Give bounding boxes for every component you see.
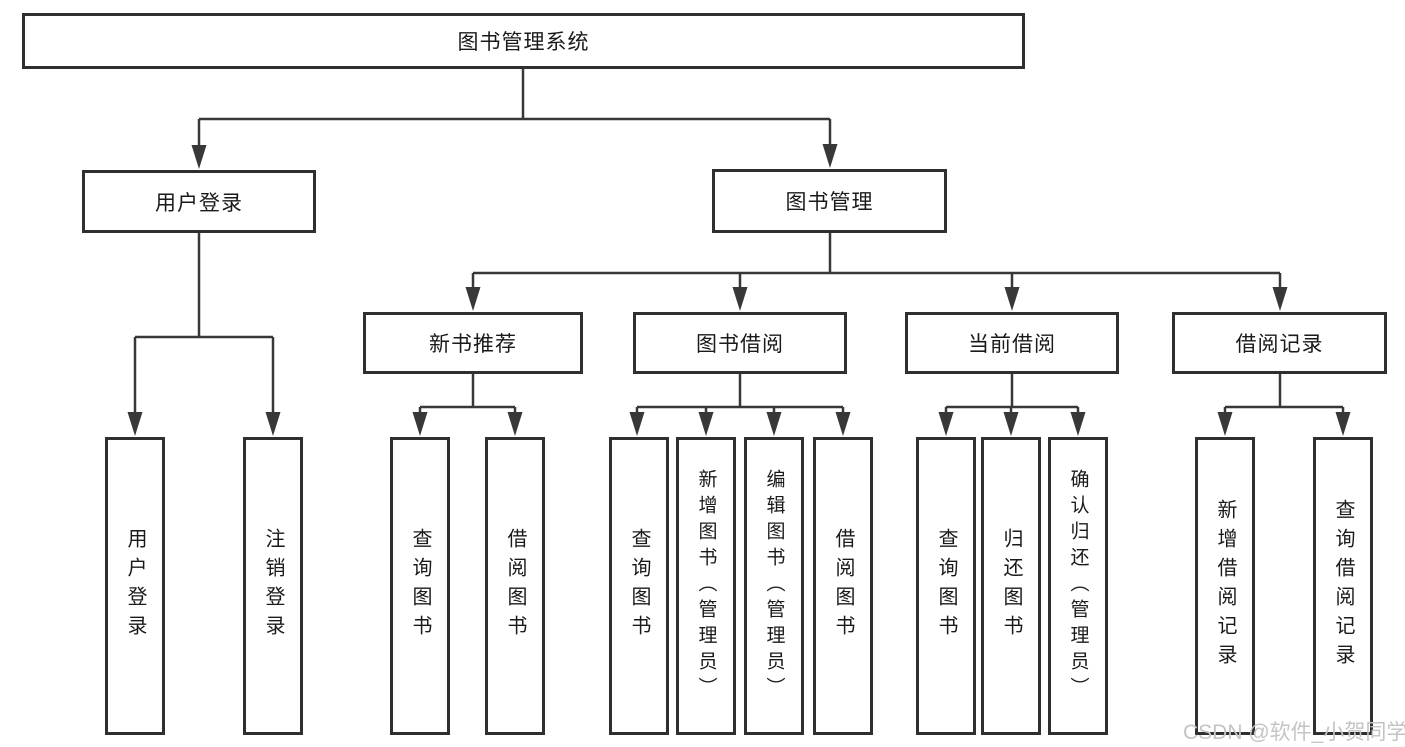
node-book-borrowing: 图书借阅 (633, 312, 847, 374)
node-user-login: 用户登录 (82, 170, 316, 233)
node-book-management-label: 图书管理 (785, 191, 874, 214)
leaf-confirm-return-admin: 确认归还（管理员） (1048, 437, 1108, 735)
leaf-add-books-admin: 新增图书（管理员） (676, 437, 736, 735)
node-borrowing-records-label: 借阅记录 (1235, 333, 1324, 356)
leaf-query-books-borrow: 查询图书 (609, 437, 669, 735)
node-new-book-recommendation: 新书推荐 (363, 312, 583, 374)
node-library-system-label: 图书管理系统 (457, 31, 590, 54)
leaf-query-borrow-record: 查询借阅记录 (1313, 437, 1373, 735)
node-borrowing-records: 借阅记录 (1172, 312, 1387, 374)
node-current-borrowing: 当前借阅 (905, 312, 1119, 374)
leaf-logout: 注销登录 (243, 437, 303, 735)
leaf-user-login: 用户登录 (105, 437, 165, 735)
node-library-system: 图书管理系统 (22, 13, 1025, 69)
leaf-add-borrow-record: 新增借阅记录 (1195, 437, 1255, 735)
node-current-borrowing-label: 当前借阅 (968, 333, 1056, 356)
node-user-login-label: 用户登录 (155, 191, 243, 215)
leaf-borrow-books-recommend: 借阅图书 (485, 437, 545, 735)
node-book-management: 图书管理 (712, 169, 947, 233)
leaf-borrow-books: 借阅图书 (813, 437, 873, 735)
leaf-query-books-recommend: 查询图书 (390, 437, 450, 735)
leaf-return-books: 归还图书 (981, 437, 1041, 735)
node-book-borrowing-label: 图书借阅 (696, 333, 784, 356)
leaf-edit-books-admin: 编辑图书（管理员） (744, 437, 804, 735)
watermark: CSDN @软件_小贺同学 (1183, 721, 1405, 744)
node-new-book-recommendation-label: 新书推荐 (429, 333, 517, 356)
leaf-query-books-current: 查询图书 (916, 437, 976, 735)
